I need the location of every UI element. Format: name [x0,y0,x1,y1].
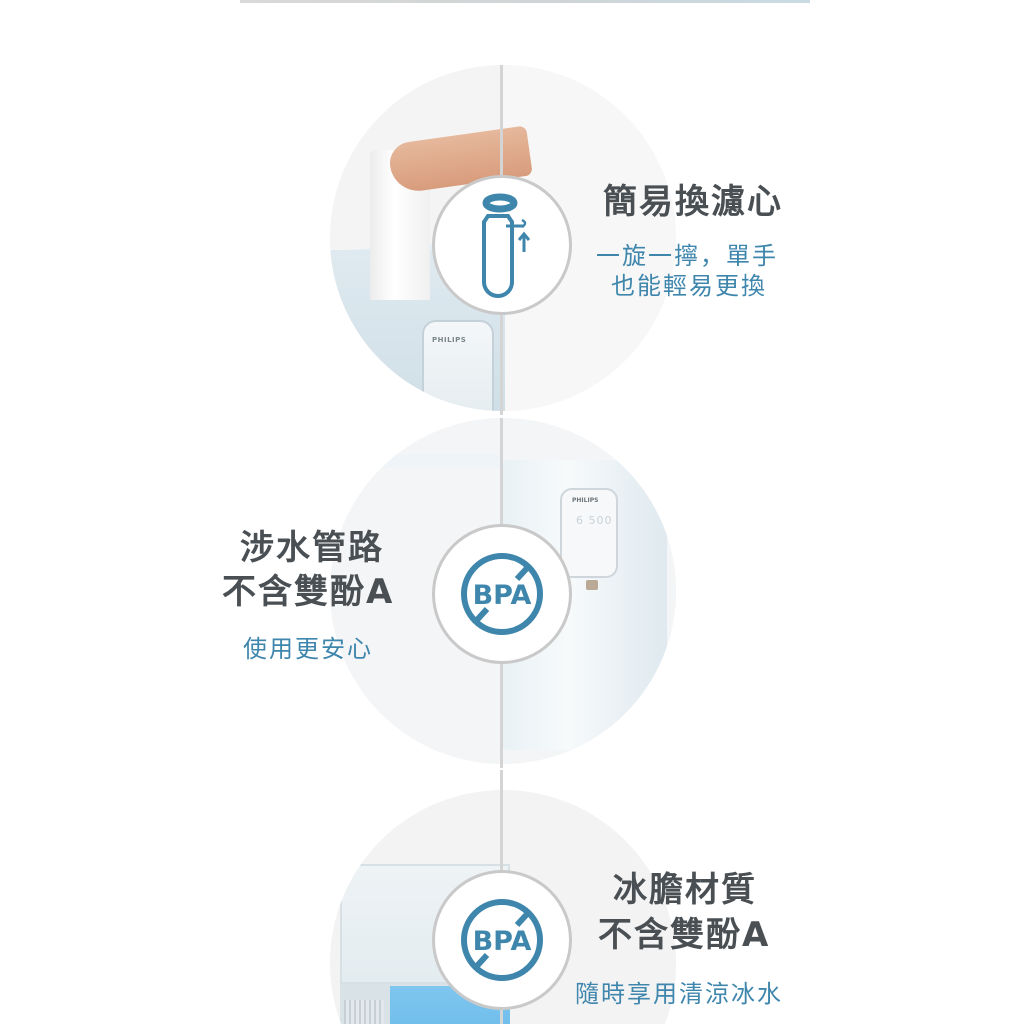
bpa-badge: BPA [432,524,572,664]
feature-subtitle-line: 也能輕易更換 [611,272,767,300]
feature-easy-filter-change: PHILIPS 簡易換濾心 一旋一擰，單手 也能輕易更換 [0,65,1024,415]
feature-subtitle-line: 一旋一擰，單手 [596,242,778,270]
feature-title-line: 涉水管路 [240,528,384,568]
display-reading: 6 500 [576,514,613,527]
philips-logo: PHILIPS [572,497,599,504]
svg-text:BPA: BPA [473,926,532,957]
top-image-edge [240,0,810,3]
no-bpa-icon: BPA [461,899,543,981]
feature-subtitle: 使用更安心 [243,635,373,663]
dispenser-control-panel: PHILIPS 6 500 [560,488,618,578]
feature-subtitle: 隨時享用清涼冰水 [575,980,783,1008]
feature-title-line: 不含雙酚A [598,915,771,955]
water-tap [586,580,598,590]
svg-text:BPA: BPA [473,580,532,611]
philips-logo: PHILIPS [432,336,467,344]
filter-cartridge-twist-icon [482,193,531,298]
feature-title-line: 不含雙酚A [222,572,395,612]
feature-bpa-free-pipes: PHILIPS 6 500 BPA 涉水管路 不含雙酚A 使用更安心 [0,418,1024,768]
feature-title-line: 冰膽材質 [613,870,757,910]
dispenser-panel: PHILIPS [422,320,494,411]
no-bpa-icon: BPA [461,553,543,635]
feature-bpa-free-cold-tank: BPA 冰膽材質 不含雙酚A 隨時享用清涼冰水 [0,770,1024,1024]
feature-title: 簡易換濾心 [603,182,783,222]
bpa-badge: BPA [432,870,572,1010]
filter-badge [432,175,572,315]
